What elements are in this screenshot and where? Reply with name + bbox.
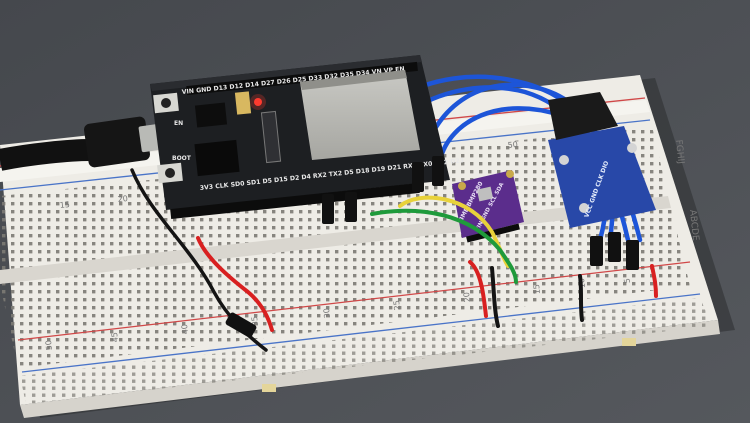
breadboard-number: 25	[392, 300, 402, 311]
power-led	[254, 98, 262, 106]
sensor-wires	[370, 195, 518, 284]
breadboard-number: 5	[623, 278, 632, 284]
esp32-wroom-module	[300, 70, 420, 160]
breadboard-notch	[262, 384, 276, 392]
bottom-header-pins	[170, 182, 420, 220]
breadboard-number: 20	[462, 292, 472, 303]
breadboard-number: 40	[180, 324, 190, 335]
breadboard-number: 15	[532, 284, 542, 295]
regulator-chip	[194, 102, 228, 128]
usb-connector-housing	[84, 116, 150, 168]
breadboard-number: 50	[44, 340, 54, 351]
boot-button: BOOT	[157, 155, 192, 184]
rail-line-blue-bottom	[21, 293, 701, 373]
power-connector-housing	[225, 312, 257, 338]
breadboard-number: 30	[322, 308, 332, 319]
display-housing	[548, 92, 618, 140]
en-button-label: EN	[174, 120, 183, 127]
breadboard-row-letters-lower: ABCDE	[687, 209, 700, 241]
breadboard-notch	[622, 338, 636, 346]
breadboard-number: 20	[117, 194, 128, 204]
sensor-chip	[476, 186, 494, 202]
display-module: VCC GND CLK DIO	[548, 92, 656, 228]
breadboard-number: 50	[507, 140, 518, 150]
red-power-wire	[196, 236, 274, 332]
breadboard-number: 45	[110, 332, 120, 343]
en-button: EN	[153, 92, 183, 127]
breadboard-number: 15	[59, 200, 70, 210]
breadboard-row-letters: FGHIJ	[673, 139, 685, 164]
capacitor-component	[234, 91, 252, 115]
bmp280-sensor: BME/BMP280 VIN GND SCL SDA	[452, 170, 524, 243]
boot-button-label: BOOT	[172, 155, 192, 162]
breadboard-number: 35	[250, 316, 260, 327]
usb-uart-chip	[194, 139, 240, 177]
jumper-housings-display	[590, 232, 639, 270]
top-header-pins	[186, 61, 418, 96]
rail-line-red-bottom	[17, 261, 691, 341]
jumper-housings-esp32	[322, 156, 444, 224]
rail-jumpers-display	[578, 264, 658, 322]
green-wire	[370, 208, 518, 284]
rail-jumpers-sensor	[468, 260, 500, 328]
esp32-board: VIN GND D13 D12 D14 D27 D26 D25 D33 D32 …	[150, 55, 464, 220]
